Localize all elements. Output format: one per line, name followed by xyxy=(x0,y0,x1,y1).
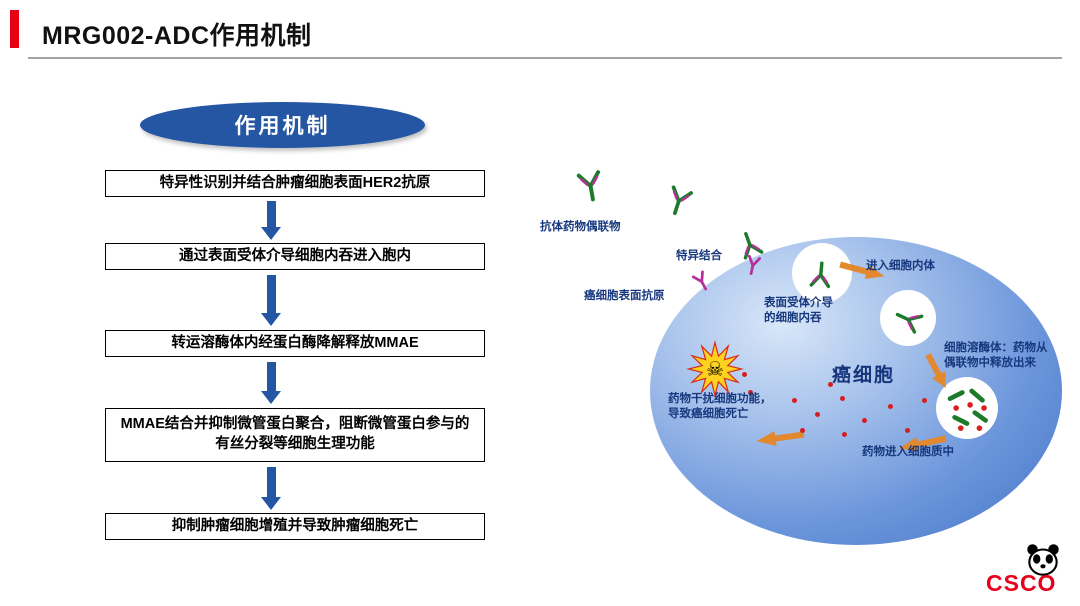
csco-panda-logo-icon xyxy=(1022,542,1064,583)
title-divider xyxy=(28,57,1062,59)
cell-death-burst-icon: ☠ xyxy=(686,340,744,398)
internalized-antibody-icon xyxy=(807,255,836,290)
flow-arrow-down-icon xyxy=(261,201,281,240)
drug-molecule-dot xyxy=(792,398,797,403)
drug-molecule-dot xyxy=(815,412,820,417)
lysosome-label: 细胞溶酶体：药物从 偶联物中释放出来 xyxy=(944,342,1048,369)
flowchart-header-ellipse: 作用机制 xyxy=(140,102,425,148)
specific-binding-label: 特异结合 xyxy=(676,250,722,262)
antibody-binding-icon xyxy=(731,223,767,263)
drug-disrupt-label: 药物干扰细胞功能， 导致癌细胞死亡 xyxy=(668,393,772,420)
drug-molecule-dot xyxy=(840,396,845,401)
flow-step-2: 通过表面受体介导细胞内吞进入胞内 xyxy=(105,243,485,270)
flowchart-header-label: 作用机制 xyxy=(234,115,331,138)
flow-step-1: 特异性识别并结合肿瘤细胞表面HER2抗原 xyxy=(105,170,485,197)
drug-molecule-dot xyxy=(742,372,747,377)
drug-molecule-dot xyxy=(862,418,867,423)
page-title: MRG002-ADC作用机制 xyxy=(42,22,312,50)
adc-label: 抗体药物偶联物 xyxy=(540,221,621,233)
surface-antigen-icon xyxy=(689,268,716,299)
drug-molecule-dot xyxy=(800,428,805,433)
endosome-entry-label: 进入细胞内体 xyxy=(866,260,935,272)
drug-molecule-dot xyxy=(922,398,927,403)
drug-molecule-dot xyxy=(828,382,833,387)
flow-arrow-down-icon xyxy=(261,467,281,510)
antibody-drug-conjugate-icon xyxy=(573,168,609,210)
flow-step-5: 抑制肿瘤细胞增殖并导致肿瘤细胞死亡 xyxy=(105,513,485,540)
skull-icon: ☠ xyxy=(706,357,724,381)
title-accent-bar xyxy=(10,10,19,48)
drug-molecule-dot xyxy=(748,390,753,395)
cytoplasm-entry-label: 药物进入细胞质中 xyxy=(862,446,954,458)
antibody-drug-conjugate-icon xyxy=(659,183,696,225)
flow-arrow-down-icon xyxy=(261,275,281,326)
flow-step-3: 转运溶酶体内经蛋白酶降解释放MMAE xyxy=(105,330,485,357)
surface-antigen-label: 癌细胞表面抗原 xyxy=(584,290,665,302)
drug-molecule-dot xyxy=(888,404,893,409)
drug-molecule-dot xyxy=(842,432,847,437)
released-drug-icon xyxy=(947,388,988,431)
surface-antigen-icon xyxy=(741,253,763,282)
endosome-antibody-icon xyxy=(886,300,927,338)
csco-logo-text: CSCO xyxy=(986,570,1057,596)
endocytosis-label: 表面受体介导 的细胞内吞 xyxy=(764,297,833,324)
flow-step-4: MMAE结合并抑制微管蛋白聚合，阻断微管蛋白参与的有丝分裂等细胞生理功能 xyxy=(105,408,485,462)
cancer-cell-label: 癌细胞 xyxy=(832,365,896,386)
lysosome-vesicle xyxy=(936,377,998,439)
drug-molecule-dot xyxy=(905,428,910,433)
flow-arrow-down-icon xyxy=(261,362,281,404)
